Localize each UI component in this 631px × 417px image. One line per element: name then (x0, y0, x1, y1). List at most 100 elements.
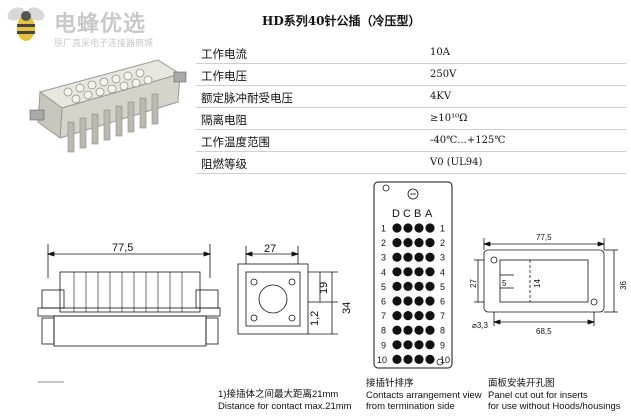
contact-distance-caption: 1)接插体之间最大距离21mm Distance for contact max… (218, 389, 352, 412)
width-dimension-label: 77,5 (112, 242, 133, 254)
spec-value: -40℃...+125℃ (430, 135, 506, 146)
row-label-left: 6 (381, 297, 386, 307)
spec-value: 10A (430, 47, 450, 58)
contact-pin (425, 252, 435, 262)
spec-label: 工作电流 (201, 49, 247, 61)
spec-value: 250V (430, 69, 457, 80)
spec-value: ≥10¹⁰Ω (430, 113, 468, 124)
contact-pin (403, 296, 413, 306)
panel-height-label: 36 (619, 281, 628, 290)
spec-row: 隔离电阻 ≥10¹⁰Ω (196, 108, 626, 130)
panel-cn: 面板安装开孔图 (488, 378, 555, 389)
contact-pin (392, 354, 402, 364)
contact-pin (403, 325, 413, 335)
panel-inner-label: 68,5 (536, 327, 552, 336)
product-title: HD系列40针公插（冷压型） (262, 14, 421, 28)
spec-row: 额定脉冲耐受电压 4KV (196, 86, 626, 108)
spec-label: 工作电压 (201, 71, 247, 83)
arrangement-en2: from termination side (366, 401, 455, 412)
contact-pin (403, 267, 413, 277)
contact-pin (425, 281, 435, 291)
connector-photo (29, 59, 187, 153)
column-label-c: C (403, 208, 411, 220)
row-label-right: 9 (440, 340, 445, 350)
column-label-a: A (425, 208, 433, 220)
contact-pin (414, 281, 424, 291)
contact-pin (414, 340, 424, 350)
contact-pin (414, 238, 424, 248)
row-label-right: 1 (440, 224, 445, 234)
contact-pin (414, 354, 424, 364)
contact-distance-en: Distance for contact max.21mm (218, 400, 352, 412)
arrangement-caption: 接插针排序 Contacts arrangement view from ter… (366, 378, 482, 413)
row-label-left: 9 (381, 340, 386, 350)
row-label-right: 8 (440, 326, 445, 336)
arrangement-en1: Contacts arrangement view (366, 389, 482, 401)
contact-pin (425, 325, 435, 335)
column-label-b: B (414, 208, 421, 220)
panel-en2: for use without Hoods/housings (488, 401, 621, 412)
contact-pin (392, 238, 402, 248)
panel-cutout-drawing: 77,5 68,5 36 27 5 14 ⌀3,3 (470, 233, 628, 336)
panel-small-label: 5 (502, 279, 507, 288)
bee-logo-icon (7, 7, 45, 41)
height-34-label: 34 (341, 302, 353, 314)
panel-hole-label: ⌀3,3 (472, 321, 488, 330)
contact-pin (392, 296, 402, 306)
row-label-left: 8 (381, 326, 386, 336)
contact-pin (403, 252, 413, 262)
row-label-right: 2 (440, 238, 445, 248)
contact-pin (414, 267, 424, 277)
panel-caption: 面板安装开孔图 Panel cut out for inserts for us… (488, 378, 621, 413)
contact-pin (414, 296, 424, 306)
row-label-right: 4 (440, 267, 445, 277)
row-label-left: 1 (381, 224, 386, 234)
contact-pin (414, 311, 424, 321)
contact-pin (414, 223, 424, 233)
side-view-drawing: 77,5 (37, 242, 221, 383)
row-label-right: 10 (440, 355, 450, 365)
row-label-left: 3 (381, 253, 386, 263)
spec-row: 工作电流 10A (196, 42, 626, 64)
width-dimension-label: 27 (264, 243, 276, 255)
contact-pin (403, 354, 413, 364)
contact-pin (414, 325, 424, 335)
brand-subtitle: 原厂直采电子连接器商城 (54, 38, 154, 48)
height-19-label: 19 (318, 282, 330, 294)
spec-label: 工作温度范围 (201, 137, 270, 149)
row-label-left: 10 (377, 355, 387, 365)
brand-name: 电蜂优选 (54, 11, 147, 36)
arrangement-cn: 接插针排序 (366, 378, 414, 389)
contact-pin (392, 311, 402, 321)
panel-mid-label: 14 (533, 279, 542, 288)
contact-pin (392, 340, 402, 350)
spec-row: 阻燃等级 V0 (UL94) (196, 152, 626, 174)
contact-pin (403, 238, 413, 248)
contact-pin (414, 252, 424, 262)
spec-row: 工作温度范围 -40℃...+125℃ (196, 130, 626, 152)
end-view-drawing: 27 19 34 1,2 (237, 243, 353, 335)
panel-width-label: 77,5 (536, 233, 552, 242)
spec-value: 4KV (430, 91, 452, 102)
contact-pin (403, 281, 413, 291)
contact-pin (425, 311, 435, 321)
row-label-left: 4 (381, 267, 386, 277)
row-label-left: 5 (381, 282, 386, 292)
contact-pin (425, 267, 435, 277)
contact-pin (425, 340, 435, 350)
panel-en1: Panel cut out for inserts (488, 389, 588, 401)
row-label-left: 7 (381, 311, 386, 321)
height-1-2-label: 1,2 (309, 311, 321, 326)
column-label-d: D (392, 208, 400, 220)
contact-pin (392, 223, 402, 233)
contact-pin (392, 325, 402, 335)
contact-distance-cn: 1)接插体之间最大距离21mm (218, 389, 339, 400)
contact-pin (425, 296, 435, 306)
contact-pin (392, 267, 402, 277)
spec-table: 工作电流 10A 工作电压 250V 额定脉冲耐受电压 4KV 隔离电阻 ≥10… (196, 42, 626, 174)
row-label-right: 3 (440, 253, 445, 263)
contact-pin (403, 340, 413, 350)
